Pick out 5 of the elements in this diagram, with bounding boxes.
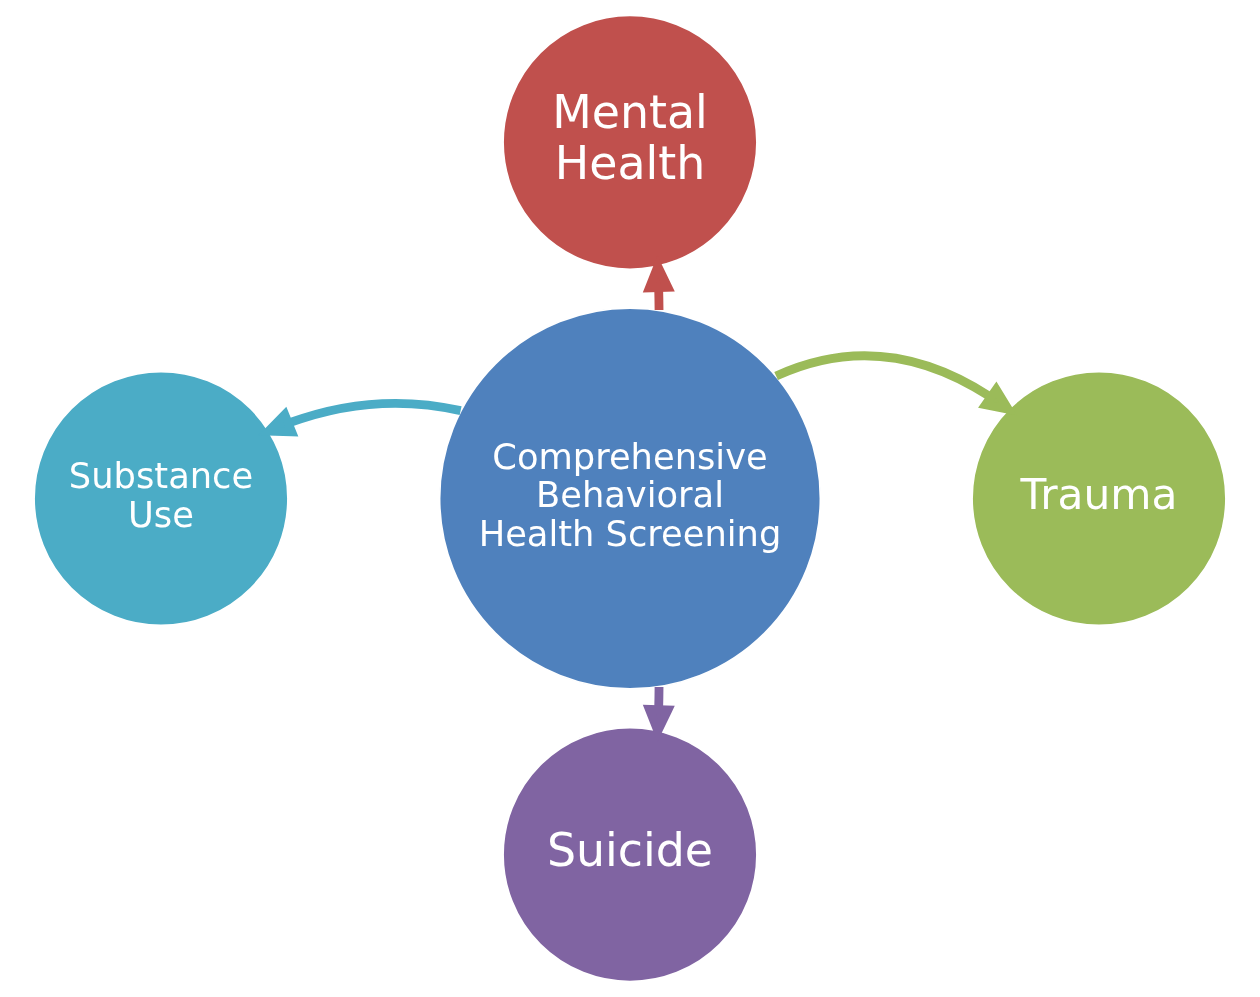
node-circle: Substance Use (33, 370, 289, 627)
node-circle: Trauma (971, 370, 1227, 627)
node-circle: Suicide (502, 726, 758, 983)
node-circle: Mental Health (502, 14, 758, 271)
node-circle: Comprehensive Behavioral Health Screening (438, 307, 822, 690)
